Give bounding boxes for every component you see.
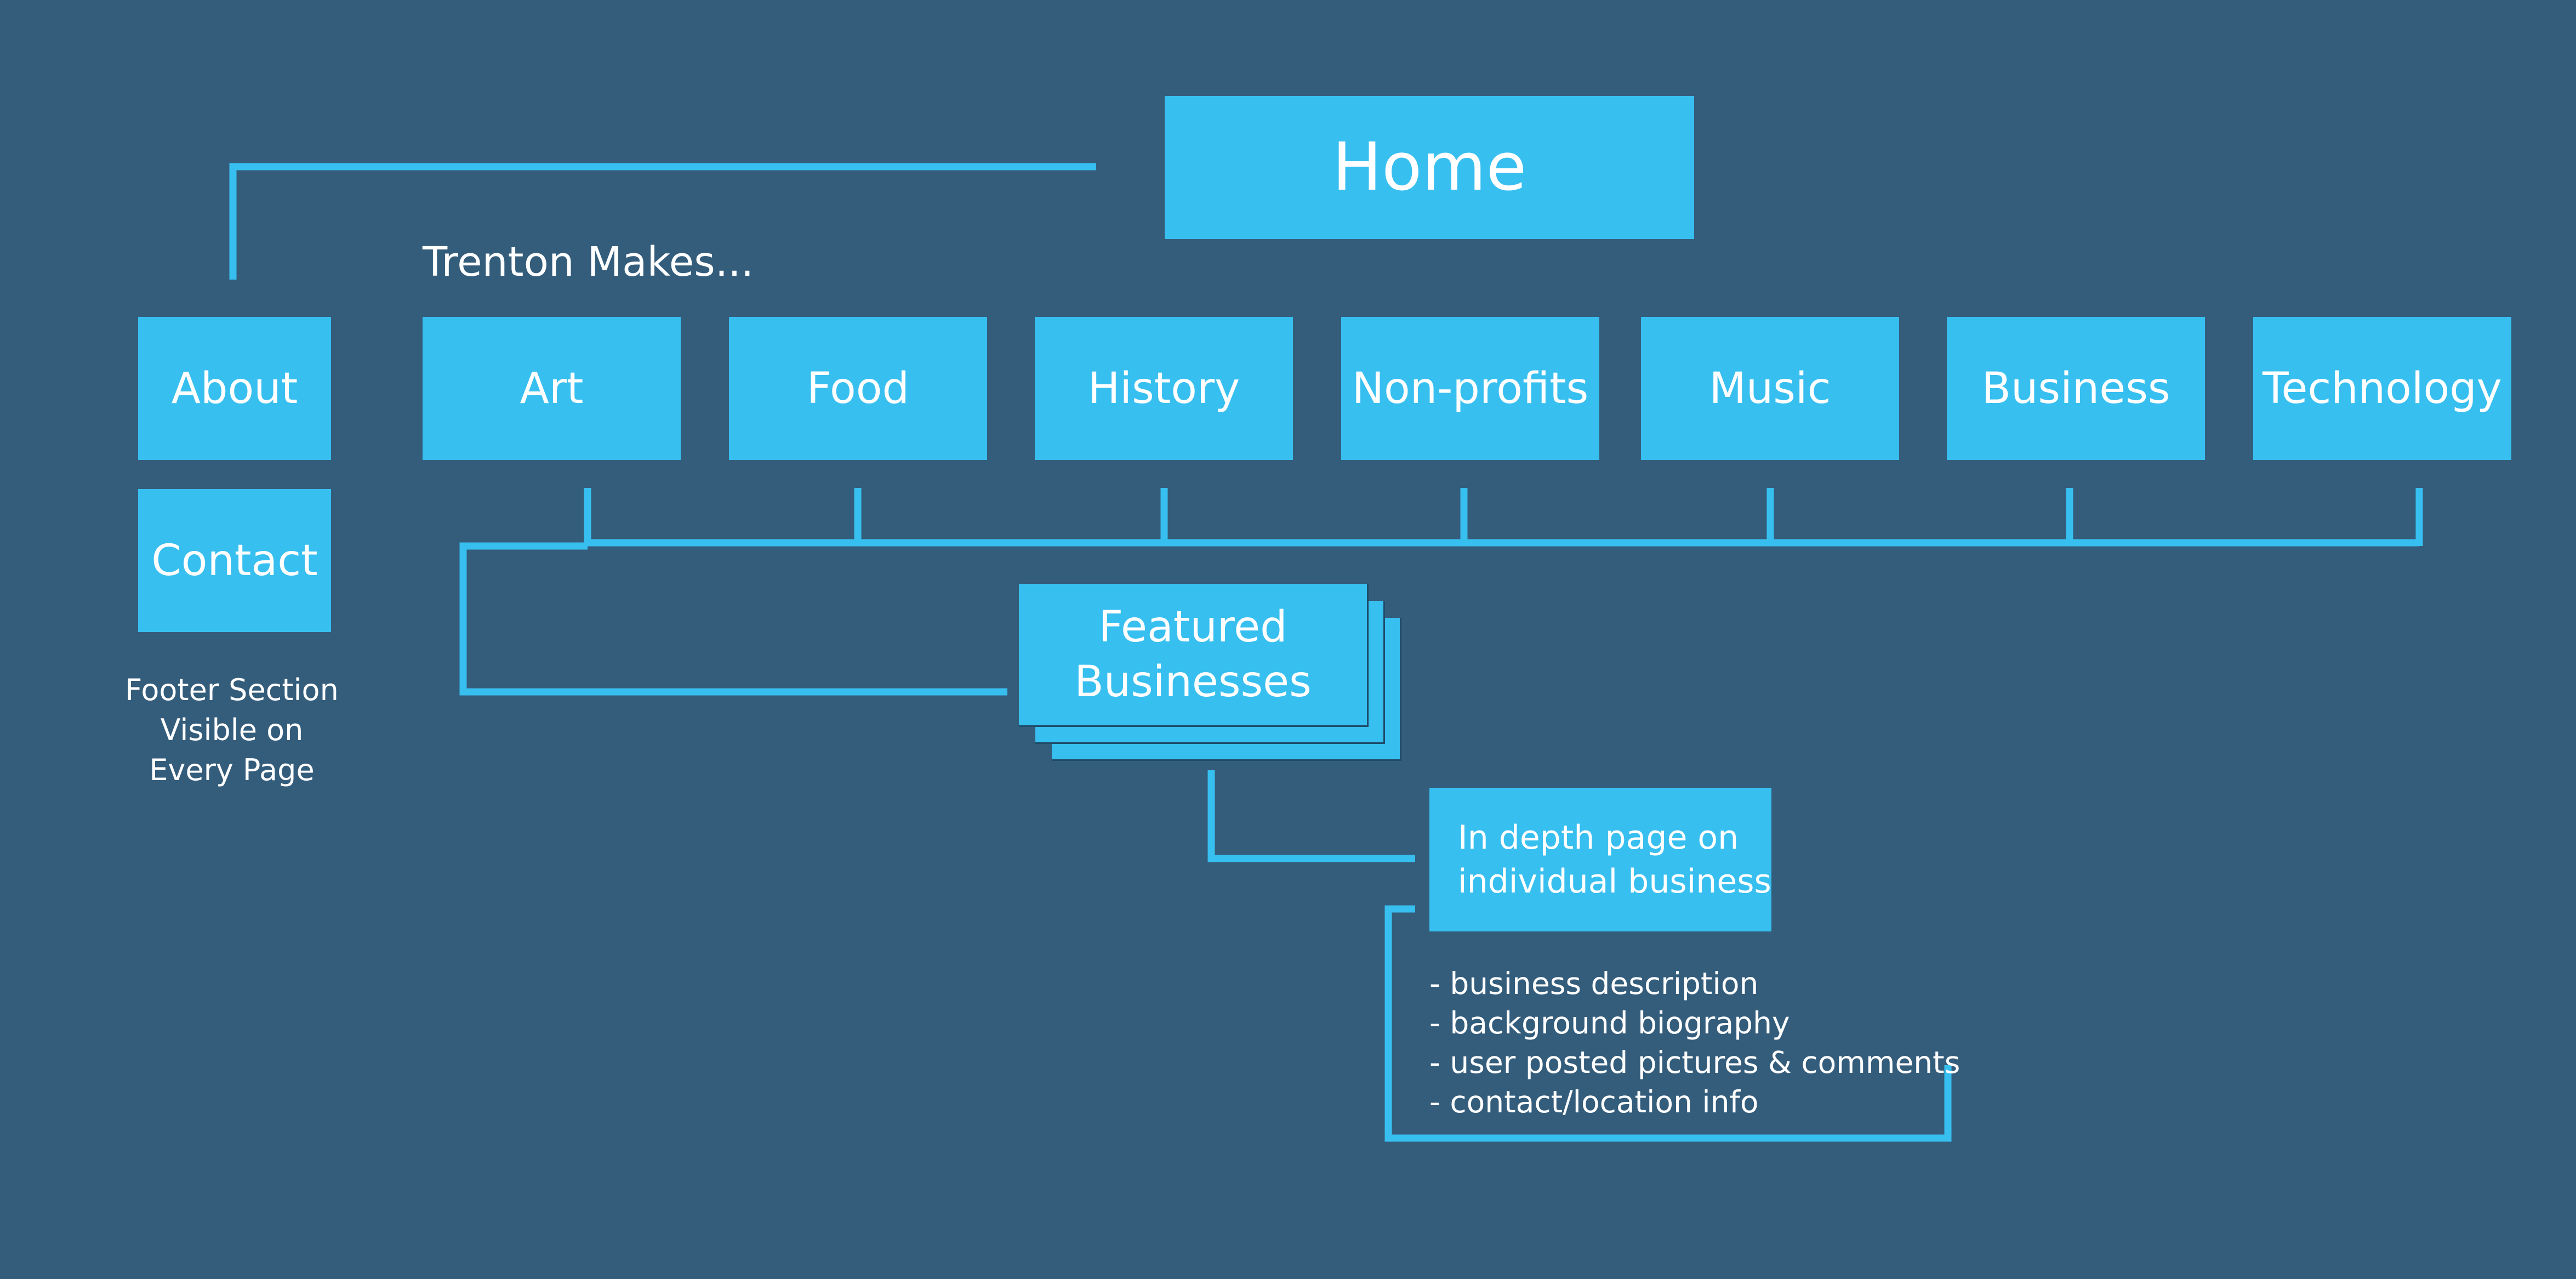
category-box-nonprofits[interactable]: Non-profits [1341, 317, 1599, 460]
category-box-business[interactable]: Business [1947, 317, 2205, 460]
category-label: Technology [2262, 363, 2502, 413]
detail-contents-list: - business description - background biog… [1429, 964, 1960, 1122]
category-box-technology[interactable]: Technology [2253, 317, 2511, 460]
about-label: About [171, 363, 298, 413]
footer-caption-line: Visible on [160, 713, 304, 747]
category-box-food[interactable]: Food [729, 317, 987, 460]
footer-caption-line: Every Page [149, 753, 315, 787]
about-box[interactable]: About [138, 317, 331, 460]
featured-businesses-box[interactable]: Featured Businesses [1019, 584, 1369, 727]
home-label: Home [1332, 129, 1527, 206]
featured-label: Featured Businesses [1074, 600, 1312, 709]
list-item: - background biography [1429, 1005, 1790, 1041]
detail-label-line: individual business [1458, 862, 1771, 901]
category-label: Art [520, 363, 584, 413]
featured-to-detail-connector [1207, 770, 1415, 862]
business-detail-box[interactable]: In depth page on individual business [1429, 788, 1771, 931]
home-box[interactable]: Home [1165, 96, 1694, 239]
bus-to-featured-connector [459, 542, 1007, 696]
featured-label-line: Businesses [1074, 657, 1312, 707]
contact-box[interactable]: Contact [138, 489, 331, 632]
footer-caption: Footer Section Visible on Every Page [119, 670, 344, 790]
category-label: Non-profits [1352, 363, 1589, 413]
category-label: Food [806, 363, 910, 413]
contact-label: Contact [151, 536, 318, 586]
category-label: Business [1981, 363, 2170, 413]
category-box-art[interactable]: Art [423, 317, 681, 460]
list-item: - contact/location info [1429, 1084, 1759, 1119]
category-box-history[interactable]: History [1035, 317, 1293, 460]
category-label: Music [1709, 363, 1831, 413]
category-box-music[interactable]: Music [1641, 317, 1899, 460]
list-item: - business description [1429, 966, 1759, 1001]
detail-contents-bracket [1384, 905, 1952, 1142]
detail-label: In depth page on individual business [1458, 816, 1771, 903]
featured-label-line: Featured [1098, 602, 1287, 652]
home-to-about-connector [229, 163, 1096, 280]
section-label: Trenton Makes... [423, 238, 754, 286]
detail-label-line: In depth page on [1458, 818, 1739, 857]
list-item: - user posted pictures & comments [1429, 1045, 1961, 1080]
footer-caption-line: Footer Section [125, 673, 339, 707]
category-label: History [1087, 363, 1240, 413]
